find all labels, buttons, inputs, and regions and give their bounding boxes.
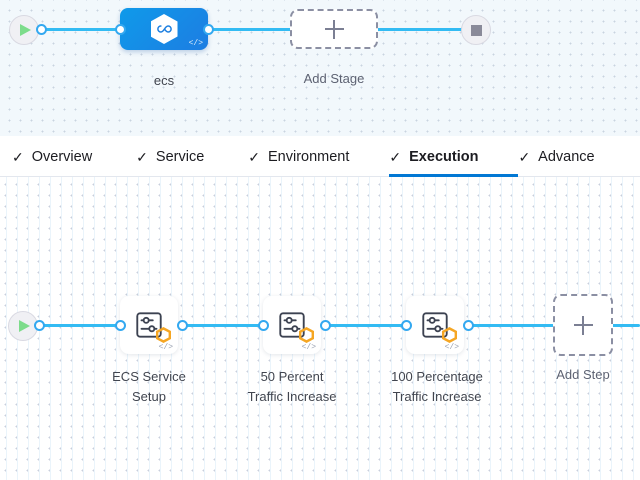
step-code-icon[interactable]: </> — [444, 343, 459, 352]
stage-end-node[interactable] — [461, 15, 491, 45]
step-connector-3 — [468, 324, 554, 327]
step-label-2: 100 Percentage Traffic Increase — [391, 369, 483, 405]
step-node-ecs-service-setup[interactable]: </> — [120, 296, 178, 354]
tab-overview[interactable]: ✓ Overview — [0, 136, 136, 177]
step-settings-icon — [422, 312, 448, 338]
step-connector-0 — [40, 324, 124, 327]
stage-start-port[interactable] — [36, 24, 47, 35]
tab-advanced[interactable]: ✓ Advance — [518, 136, 594, 177]
section-tabs: ✓ Overview ✓ Service ✓ Environment ✓ Exe… — [0, 136, 640, 177]
step-settings-icon — [279, 312, 305, 338]
stage-connector-mid — [208, 28, 300, 31]
step-node-100-percentage-traffic-increase[interactable]: </> — [406, 296, 464, 354]
stage-node-port-out[interactable] — [203, 24, 214, 35]
stage-code-icon[interactable]: </> — [188, 39, 203, 48]
step-connector-4 — [611, 324, 640, 327]
step-code-icon[interactable]: </> — [301, 343, 316, 352]
step-port-in-1[interactable] — [258, 320, 269, 331]
step-settings-icon — [136, 312, 162, 338]
check-icon: ✓ — [518, 148, 531, 165]
stage-start-node[interactable] — [9, 15, 39, 45]
stage-node-label: ecs — [153, 73, 175, 88]
tab-label: Environment — [268, 148, 350, 165]
check-icon: ✓ — [389, 148, 402, 165]
step-port-in-2[interactable] — [401, 320, 412, 331]
tab-label: Service — [155, 148, 205, 165]
add-step-label: Add Step — [556, 367, 610, 382]
check-icon: ✓ — [248, 148, 260, 165]
tab-environment[interactable]: ✓ Environment — [248, 136, 389, 177]
step-label-0: ECS Service Setup — [112, 369, 186, 405]
step-node-50-percent-traffic-increase[interactable]: </> — [263, 296, 321, 354]
stage-canvas[interactable]: </> ecs Add Stage — [0, 0, 640, 136]
step-port-out-2[interactable] — [463, 320, 474, 331]
step-connector-2 — [325, 324, 409, 327]
hexagon-infinity-icon — [150, 14, 178, 44]
check-icon: ✓ — [12, 148, 24, 165]
plus-icon — [324, 19, 344, 39]
tab-label: Advance — [538, 148, 595, 165]
stop-icon — [470, 24, 482, 36]
step-port-out-0[interactable] — [177, 320, 188, 331]
step-port-in-0[interactable] — [115, 320, 126, 331]
add-step-button[interactable] — [553, 294, 613, 356]
step-label-1: 50 Percent Traffic Increase — [247, 369, 337, 405]
execution-steps-canvas[interactable]: </> ECS Service Setup </> 50 Percent Tra… — [0, 177, 640, 480]
add-stage-label: Add Stage — [303, 71, 365, 86]
stage-connector-start — [42, 28, 126, 31]
step-connector-1 — [182, 324, 266, 327]
stage-node-ecs[interactable]: </> — [120, 8, 208, 50]
check-icon: ✓ — [136, 148, 148, 165]
add-stage-button[interactable] — [290, 9, 378, 49]
tab-execution[interactable]: ✓ Execution — [389, 136, 519, 177]
step-start-port[interactable] — [34, 320, 45, 331]
step-port-out-1[interactable] — [320, 320, 331, 331]
plus-icon — [573, 315, 593, 335]
stage-node-port-in[interactable] — [115, 24, 126, 35]
tab-label: Execution — [409, 148, 479, 165]
tab-service[interactable]: ✓ Service — [136, 136, 248, 177]
step-code-icon[interactable]: </> — [158, 343, 173, 352]
play-icon — [20, 24, 31, 36]
stage-connector-end — [371, 28, 467, 31]
tab-label: Overview — [31, 148, 93, 165]
play-icon — [19, 320, 30, 332]
